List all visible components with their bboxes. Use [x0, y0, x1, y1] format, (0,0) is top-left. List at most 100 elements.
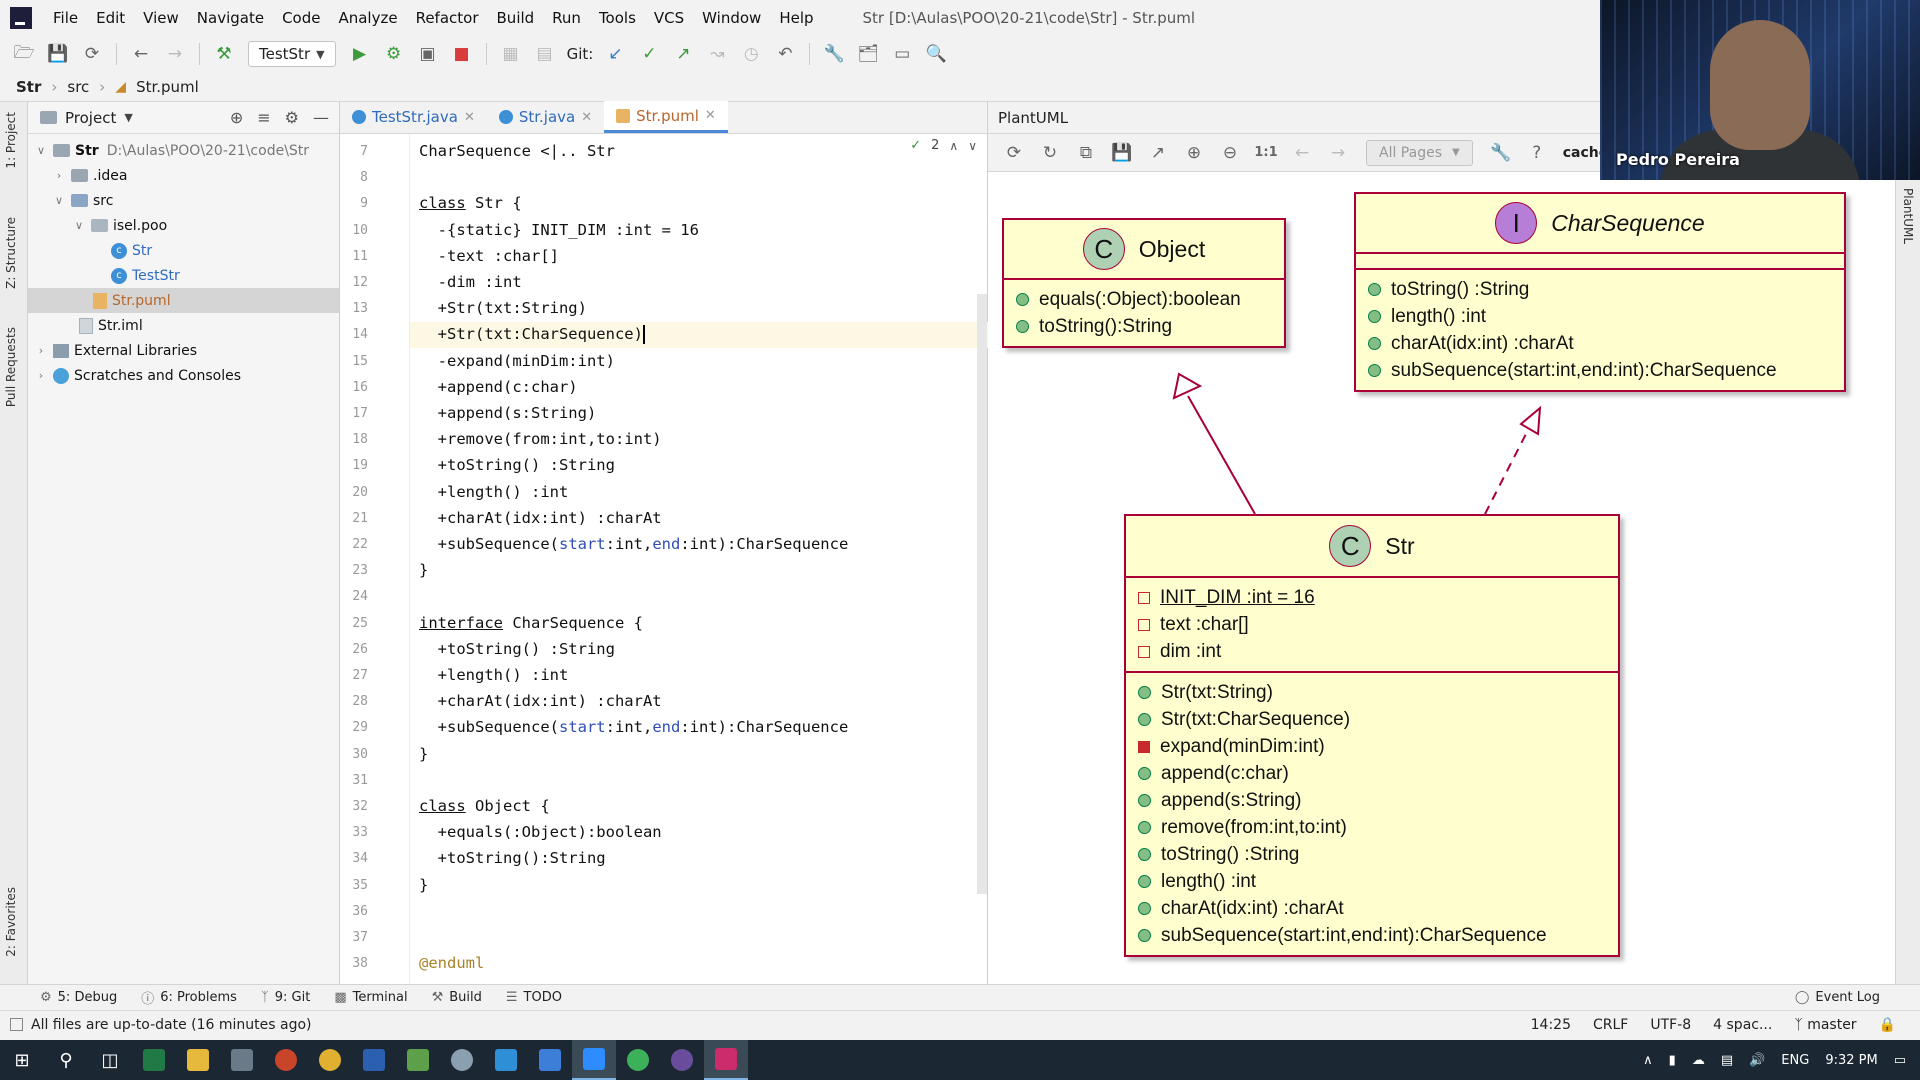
battery-icon[interactable]: ▮	[1668, 1052, 1676, 1068]
zoom-out-icon[interactable]: ⊖	[1222, 142, 1238, 163]
chevron-down-icon[interactable]: ▼	[124, 111, 133, 124]
chevron-up-icon[interactable]: ∧	[949, 138, 959, 153]
tool-tab-structure[interactable]: Z: Structure	[4, 217, 18, 289]
menu-navigate[interactable]: Navigate	[196, 9, 265, 27]
build-hammer-icon[interactable]: ⚒	[216, 44, 232, 64]
inspection-widget[interactable]: ✓ 2 ∧ ∨	[910, 138, 977, 153]
code-line[interactable]: +append(s:String)	[419, 404, 597, 422]
minimize-icon[interactable]: —	[313, 108, 329, 127]
code-line[interactable]: +charAt(idx:int) :charAt	[419, 692, 662, 711]
code-line[interactable]: +length() :int	[419, 666, 569, 684]
taskbar-store-icon[interactable]	[220, 1040, 264, 1080]
code-line[interactable]: }	[419, 875, 429, 894]
menu-help[interactable]: Help	[779, 9, 814, 27]
code-line[interactable]: +append(c:char)	[419, 377, 578, 396]
settings-wrench-icon[interactable]: 🔧	[823, 44, 845, 64]
tree-item-scratches[interactable]: › Scratches and Consoles	[28, 363, 339, 388]
line-separator[interactable]: CRLF	[1592, 1016, 1629, 1033]
code-line[interactable]: @enduml	[419, 954, 484, 972]
editor-scrollbar[interactable]	[977, 294, 987, 894]
code-line[interactable]: }	[419, 744, 429, 763]
tool-tab-favorites[interactable]: 2: Favorites	[4, 887, 18, 957]
tree-item-teststr-class[interactable]: c TestStr	[28, 263, 339, 288]
debug-bug-icon[interactable]: ⚙	[385, 44, 402, 64]
breadcrumb-project[interactable]: Str	[16, 77, 42, 96]
code-line[interactable]: +length() :int	[419, 482, 569, 501]
stop-icon[interactable]: ■	[453, 44, 470, 64]
menu-run[interactable]: Run	[552, 9, 581, 27]
close-icon[interactable]: ✕	[704, 108, 716, 123]
tool-tab-debug[interactable]: ⚙5: Debug	[40, 990, 117, 1005]
tree-item-str-puml[interactable]: Str.puml	[28, 288, 339, 313]
open-folder-icon[interactable]: 🗁	[13, 42, 35, 63]
terminal-window-icon[interactable]: ▭	[894, 44, 911, 64]
tree-item-str-class[interactable]: c Str	[28, 238, 339, 263]
lock-icon[interactable]: 🔒	[1878, 1016, 1896, 1033]
code-line[interactable]: +subSequence(start:int,end:int):CharSequ…	[419, 535, 849, 553]
forward-arrow-icon[interactable]: →	[167, 44, 183, 64]
indent-setting[interactable]: 4 spac...	[1713, 1016, 1773, 1033]
menu-vcs[interactable]: VCS	[653, 9, 685, 27]
sync-icon[interactable]: ⟳	[84, 44, 100, 64]
tab-str-puml[interactable]: Str.puml ✕	[604, 101, 728, 133]
code-line[interactable]: }	[419, 561, 429, 580]
clock[interactable]: 9:32 PM	[1825, 1052, 1878, 1068]
code-line[interactable]: +toString():String	[419, 849, 606, 868]
taskbar-explorer-icon[interactable]	[176, 1040, 220, 1080]
menu-code[interactable]: Code	[282, 9, 321, 27]
chevron-down-icon[interactable]: ∨	[74, 219, 84, 232]
git-update-icon[interactable]: ↙	[608, 44, 623, 64]
taskbar-chrome-icon[interactable]	[308, 1040, 352, 1080]
search-icon[interactable]: 🔍	[925, 44, 947, 64]
taskbar-excel-icon[interactable]	[132, 1040, 176, 1080]
tool-tab-todo[interactable]: ☰TODO	[506, 990, 562, 1005]
task-view-icon[interactable]: ◫	[101, 1049, 119, 1071]
code-line[interactable]: +subSequence(start:int,end:int):CharSequ…	[419, 718, 849, 737]
history-clock-icon[interactable]: ◷	[743, 44, 759, 64]
menu-view[interactable]: View	[143, 9, 179, 27]
chevron-right-icon[interactable]: ›	[56, 169, 62, 182]
network-icon[interactable]: ▤	[1720, 1052, 1734, 1068]
code-line[interactable]: interface CharSequence {	[419, 613, 643, 632]
code-line[interactable]: CharSequence <|.. Str	[419, 142, 615, 160]
close-icon[interactable]: ✕	[463, 109, 475, 125]
code-line[interactable]: +toString() :String	[419, 639, 615, 658]
tree-item-str-iml[interactable]: Str.iml	[28, 313, 339, 338]
menu-tools[interactable]: Tools	[598, 9, 636, 27]
prev-page-icon[interactable]: ←	[1294, 142, 1310, 163]
project-structure-icon[interactable]: 🗂	[857, 44, 880, 64]
collapse-all-icon[interactable]: ≡	[257, 108, 271, 127]
git-commit-icon[interactable]: ✓	[642, 44, 657, 64]
menu-refactor[interactable]: Refactor	[415, 9, 479, 27]
code-line[interactable]: +equals(:Object):boolean	[419, 823, 662, 842]
windows-start-icon[interactable]: ⊞	[14, 1049, 30, 1071]
tree-item-project-root[interactable]: ∨ Str D:\Aulas\POO\20-21\code\Str	[28, 138, 339, 163]
git-pull-request-icon[interactable]: ↝	[710, 44, 725, 64]
save-all-icon[interactable]: 💾	[47, 44, 69, 64]
save-icon[interactable]: 💾	[1111, 142, 1133, 163]
settings-wrench-icon[interactable]: 🔧	[1490, 142, 1512, 163]
run-config-select[interactable]: TestStr ▼	[248, 41, 336, 67]
code-line[interactable]: +Str(txt:CharSequence)	[419, 325, 645, 345]
code-line[interactable]: -{static} INIT_DIM :int = 16	[419, 220, 699, 239]
back-arrow-icon[interactable]: ←	[133, 44, 149, 64]
taskbar-intellij-icon[interactable]	[704, 1040, 748, 1080]
gear-icon[interactable]: ⚙	[284, 108, 299, 127]
code-line[interactable]: -text :char[]	[419, 246, 559, 265]
export-icon[interactable]: ↗	[1150, 142, 1166, 163]
attach-debugger-icon[interactable]: ▦	[502, 44, 519, 64]
status-toggle-icon[interactable]	[10, 1018, 23, 1031]
chevron-down-icon[interactable]: ∨	[36, 144, 46, 157]
tree-item-src[interactable]: ∨ src	[28, 188, 339, 213]
volume-icon[interactable]: 🔊	[1749, 1052, 1766, 1068]
next-page-icon[interactable]: →	[1330, 142, 1346, 163]
tool-tab-build[interactable]: ⚒Build	[432, 990, 482, 1005]
chevron-up-icon[interactable]: ∧	[1643, 1052, 1653, 1068]
chevron-right-icon[interactable]: ›	[38, 369, 44, 382]
code-line[interactable]: +charAt(idx:int) :charAt	[419, 508, 662, 527]
code-line[interactable]: class Object {	[419, 797, 550, 815]
git-push-icon[interactable]: ↗	[676, 44, 691, 64]
pages-select[interactable]: All Pages ▼	[1366, 139, 1473, 166]
